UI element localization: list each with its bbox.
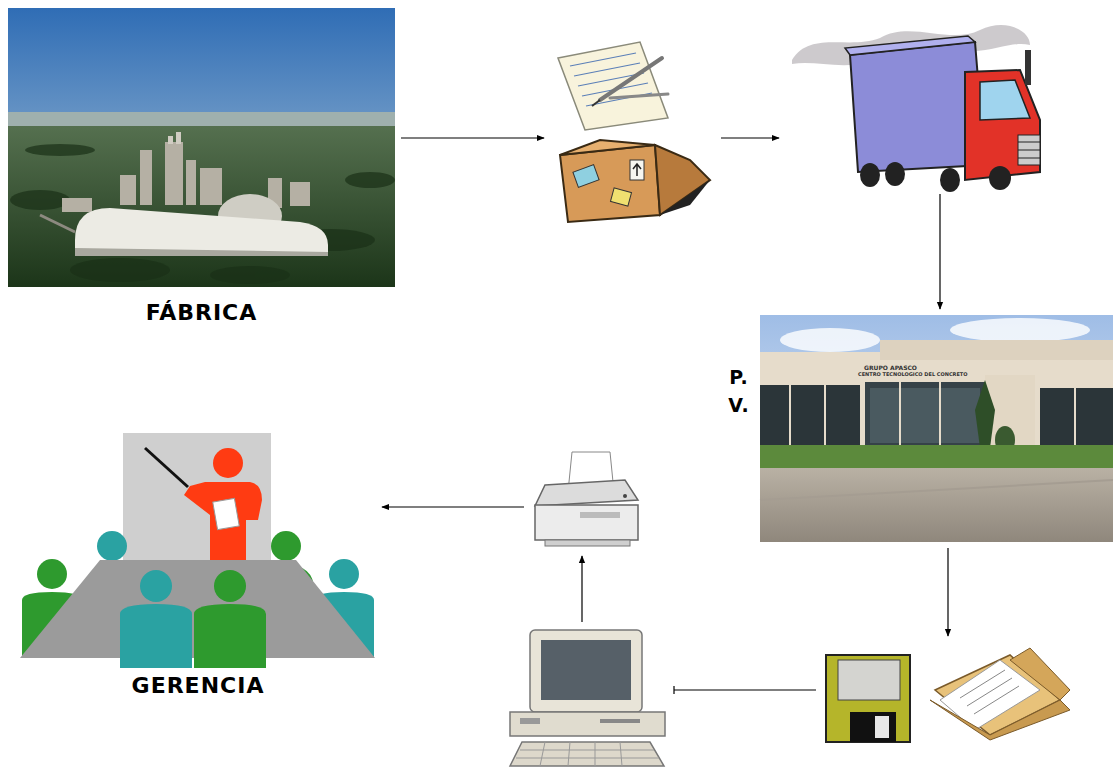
icon-node <box>550 38 715 226</box>
truck-icon <box>792 25 1040 192</box>
text-slot: CENTRO TECNOLOGICO DEL CONCRETO <box>858 372 968 378</box>
node-label: P. V. <box>720 363 758 419</box>
printer-icon <box>535 452 638 546</box>
icon-node: FÁBRICA <box>8 8 395 287</box>
icon-node <box>530 446 642 550</box>
icon-node <box>785 18 1047 188</box>
computer-icon <box>510 630 665 766</box>
text-slot: P. V. <box>720 363 758 419</box>
sign-text: GRUPO APASCO <box>864 365 917 372</box>
flow-arrow <box>382 506 524 507</box>
text-slot: GRUPO APASCO <box>864 365 917 372</box>
icon-node: P. V. <box>720 315 1113 542</box>
icon-node: GERENCIA <box>20 433 376 701</box>
factory-photo <box>8 8 395 287</box>
flow-arrow <box>721 137 779 138</box>
meeting-icon <box>20 433 375 668</box>
documents-icon <box>558 42 710 222</box>
flow-arrow <box>674 689 816 690</box>
building-photo <box>760 315 1113 542</box>
node-label: GERENCIA <box>20 672 376 700</box>
flow-arrow <box>947 548 948 636</box>
sign-text: CENTRO TECNOLOGICO DEL CONCRETO <box>858 372 968 378</box>
files-icon <box>826 648 1070 742</box>
icon-node <box>822 642 1075 746</box>
text-slot: GERENCIA <box>20 672 376 700</box>
flow-arrow <box>401 137 544 138</box>
icon-node <box>503 628 668 767</box>
text-slot: FÁBRICA <box>8 299 395 327</box>
flow-arrow <box>939 194 940 309</box>
node-label: FÁBRICA <box>8 299 395 327</box>
flow-arrow <box>581 556 582 622</box>
